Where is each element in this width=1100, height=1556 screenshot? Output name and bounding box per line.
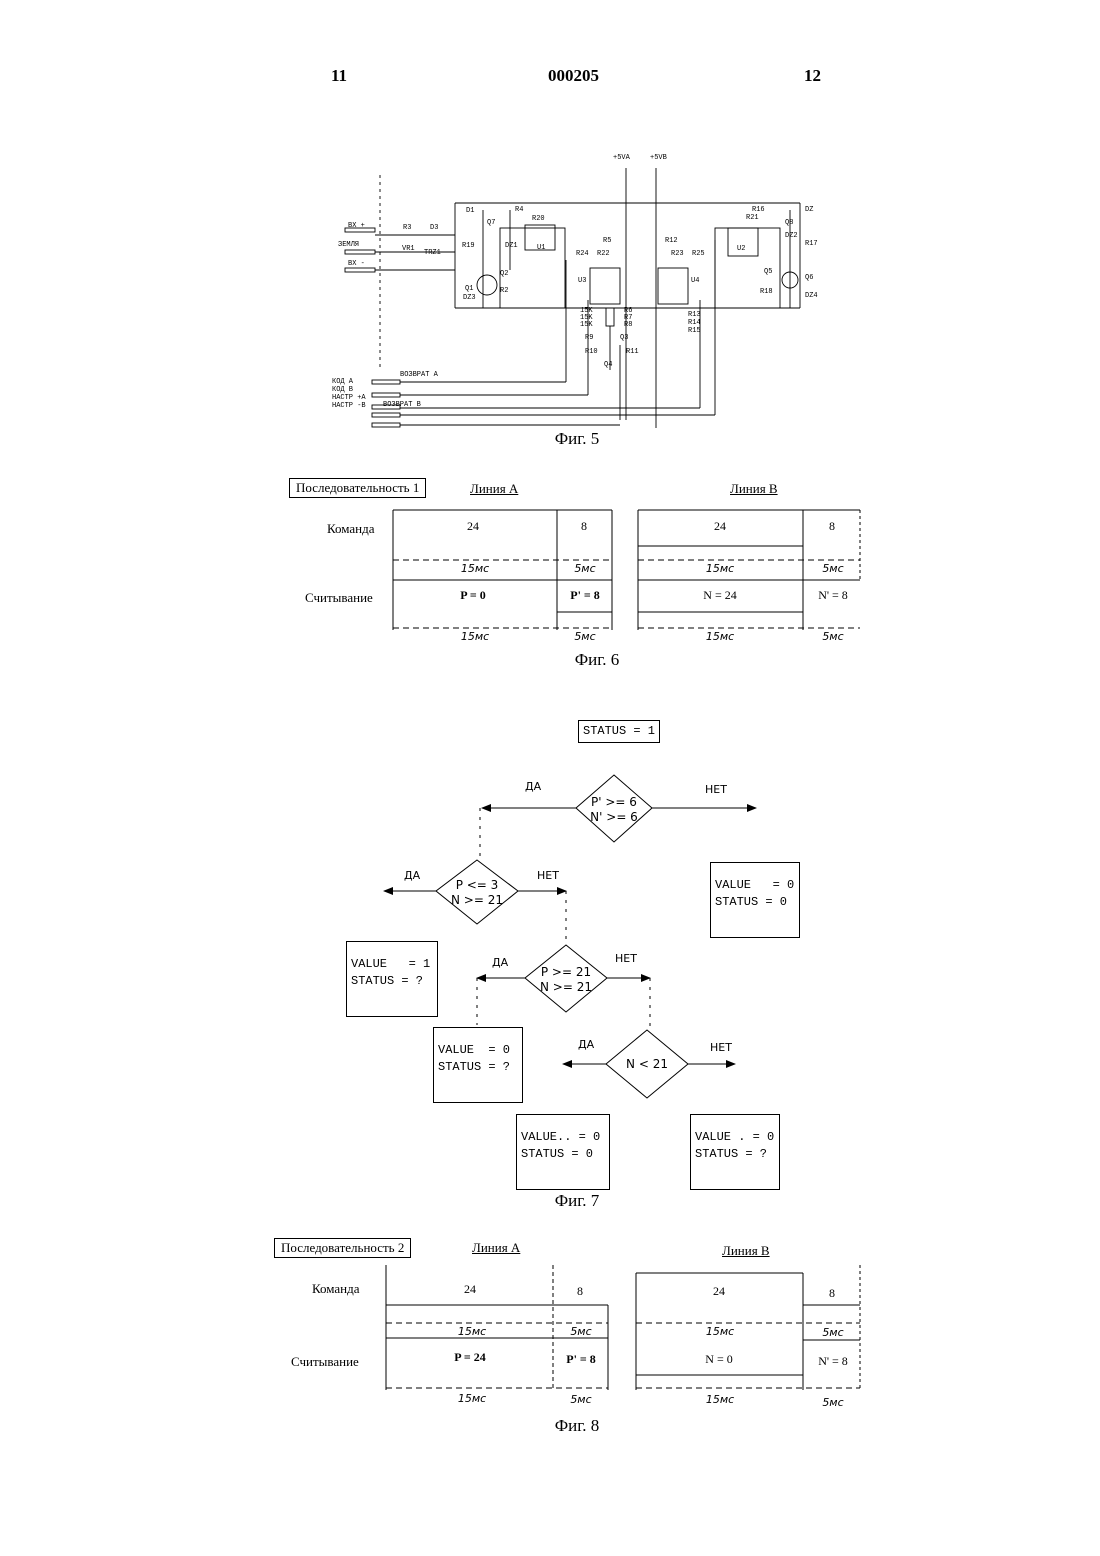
duration-label: 15мс [690,1393,750,1406]
a-read-main: P = 24 [440,1350,500,1365]
b-command-main: 24 [689,1284,749,1299]
b-read-tail: N' = 8 [808,1354,858,1369]
b-command-tail: 8 [812,1286,852,1301]
sequence-label: Последовательность 2 [274,1238,411,1258]
figure-8-caption: Фиг. 8 [477,1416,677,1436]
duration-label: 15мс [442,1325,502,1338]
a-command-tail: 8 [560,1284,600,1299]
b-read-main: N = 0 [689,1352,749,1367]
duration-label: 5мс [808,1326,858,1339]
a-read-tail: P' = 8 [556,1352,606,1367]
line-a-title: Линия А [472,1240,520,1256]
a-command-main: 24 [440,1282,500,1297]
duration-label: 5мс [556,1325,606,1338]
duration-label: 15мс [690,1325,750,1338]
duration-label: 5мс [808,1396,858,1409]
duration-label: 15мс [442,1392,502,1405]
row-label-read: Считывание [291,1354,359,1370]
duration-label: 5мс [556,1393,606,1406]
row-label-command: Команда [312,1281,360,1297]
line-b-title: Линия В [722,1243,770,1259]
